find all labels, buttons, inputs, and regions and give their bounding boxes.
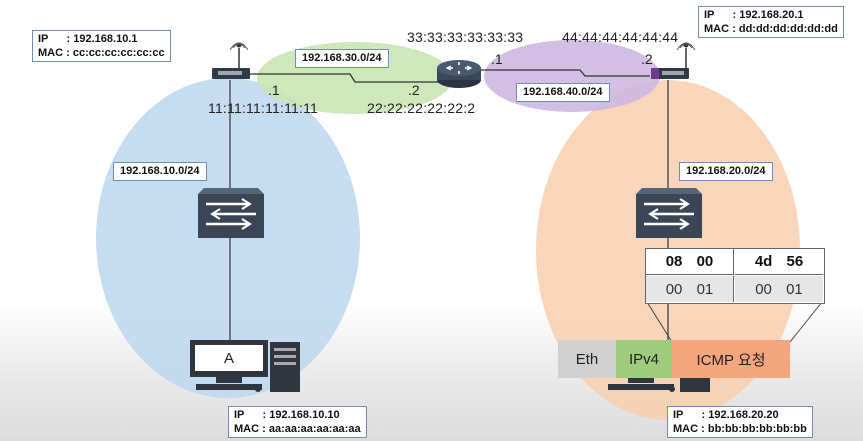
gateway-right-ip-value: : 192.168.20.1 [732, 9, 804, 21]
gateway-left-wan-mac: 11:11:11:11:11:11 [208, 100, 319, 116]
host-b-mac-key: MAC [673, 423, 699, 435]
gateway-right-ip-key: IP [704, 9, 715, 21]
router-mac-right: 44:44:44:44:44:44 [562, 29, 679, 45]
gateway-right-mac-value: : dd:dd:dd:dd:dd:dd [732, 23, 838, 35]
serial-link-right [480, 69, 650, 77]
host-a-mac-value: : aa:aa:aa:aa:aa:aa [262, 423, 361, 435]
gateway-right-mac-key: MAC [704, 23, 730, 35]
hex-row1-left: 08 00 [646, 249, 734, 275]
gateway-right-info: IP : 192.168.20.1 MAC : dd:dd:dd:dd:dd:d… [698, 6, 844, 38]
host-a-ip-value: : 192.168.10.10 [262, 409, 340, 421]
packet-segment-icmp: ICMP 요청 [672, 340, 790, 378]
router-left-link-mac: 22:22:22:22:22:2 [367, 100, 476, 116]
host-b-ip-key: IP [673, 409, 684, 421]
switch-right-device [636, 188, 702, 238]
host-b-ip-value: : 192.168.20.20 [701, 409, 779, 421]
router-left-link-port: .2 [408, 82, 420, 98]
switch-left-device [198, 188, 264, 238]
host-b-info: IP : 192.168.20.20 MAC : bb:bb:bb:bb:bb:… [667, 406, 813, 438]
gateway-left-ip-value: : 192.168.10.1 [66, 33, 138, 45]
hex-row2-right: 00 01 [735, 276, 823, 302]
packet-segment-eth: Eth [558, 340, 616, 378]
network-label-lan-left: 192.168.10.0/24 [113, 162, 207, 181]
hex-row2-left: 00 01 [646, 276, 734, 302]
host-b-mac-value: : bb:bb:bb:bb:bb:bb [701, 423, 807, 435]
gateway-right-device [651, 42, 696, 79]
callout-line-left [646, 301, 673, 343]
gateway-left-ip-key: IP [38, 33, 49, 45]
host-a-ip-key: IP [234, 409, 245, 421]
network-label-link-left: 192.168.30.0/24 [295, 49, 389, 68]
core-router-device [437, 60, 481, 88]
host-b-computer [608, 377, 710, 392]
router-port-right: .2 [641, 51, 653, 67]
host-a-mac-key: MAC [234, 423, 260, 435]
packet-segment-ipv4: IPv4 [616, 340, 672, 378]
serial-link-left [250, 73, 440, 83]
gateway-left-wan-port: .1 [268, 82, 280, 98]
hex-dump-box: 08 00 4d 56 00 01 00 01 [645, 248, 825, 304]
callout-line-right [789, 301, 823, 343]
host-a-computer [190, 340, 300, 392]
gateway-left-device [212, 42, 250, 79]
gateway-left-mac-value: : cc:cc:cc:cc:cc:cc [66, 47, 165, 59]
host-a-screen-label: A [223, 349, 234, 367]
hex-row1-right: 4d 56 [735, 249, 823, 275]
host-a-info: IP : 192.168.10.10 MAC : aa:aa:aa:aa:aa:… [228, 406, 367, 438]
gateway-left-info: IP : 192.168.10.1 MAC : cc:cc:cc:cc:cc:c… [32, 30, 171, 62]
network-label-lan-right: 192.168.20.0/24 [679, 162, 773, 181]
router-mac-left: 33:33:33:33:33:33 [407, 29, 524, 45]
router-port-left: .1 [491, 51, 503, 67]
network-label-link-right: 192.168.40.0/24 [516, 83, 610, 102]
gateway-left-mac-key: MAC [38, 47, 64, 59]
